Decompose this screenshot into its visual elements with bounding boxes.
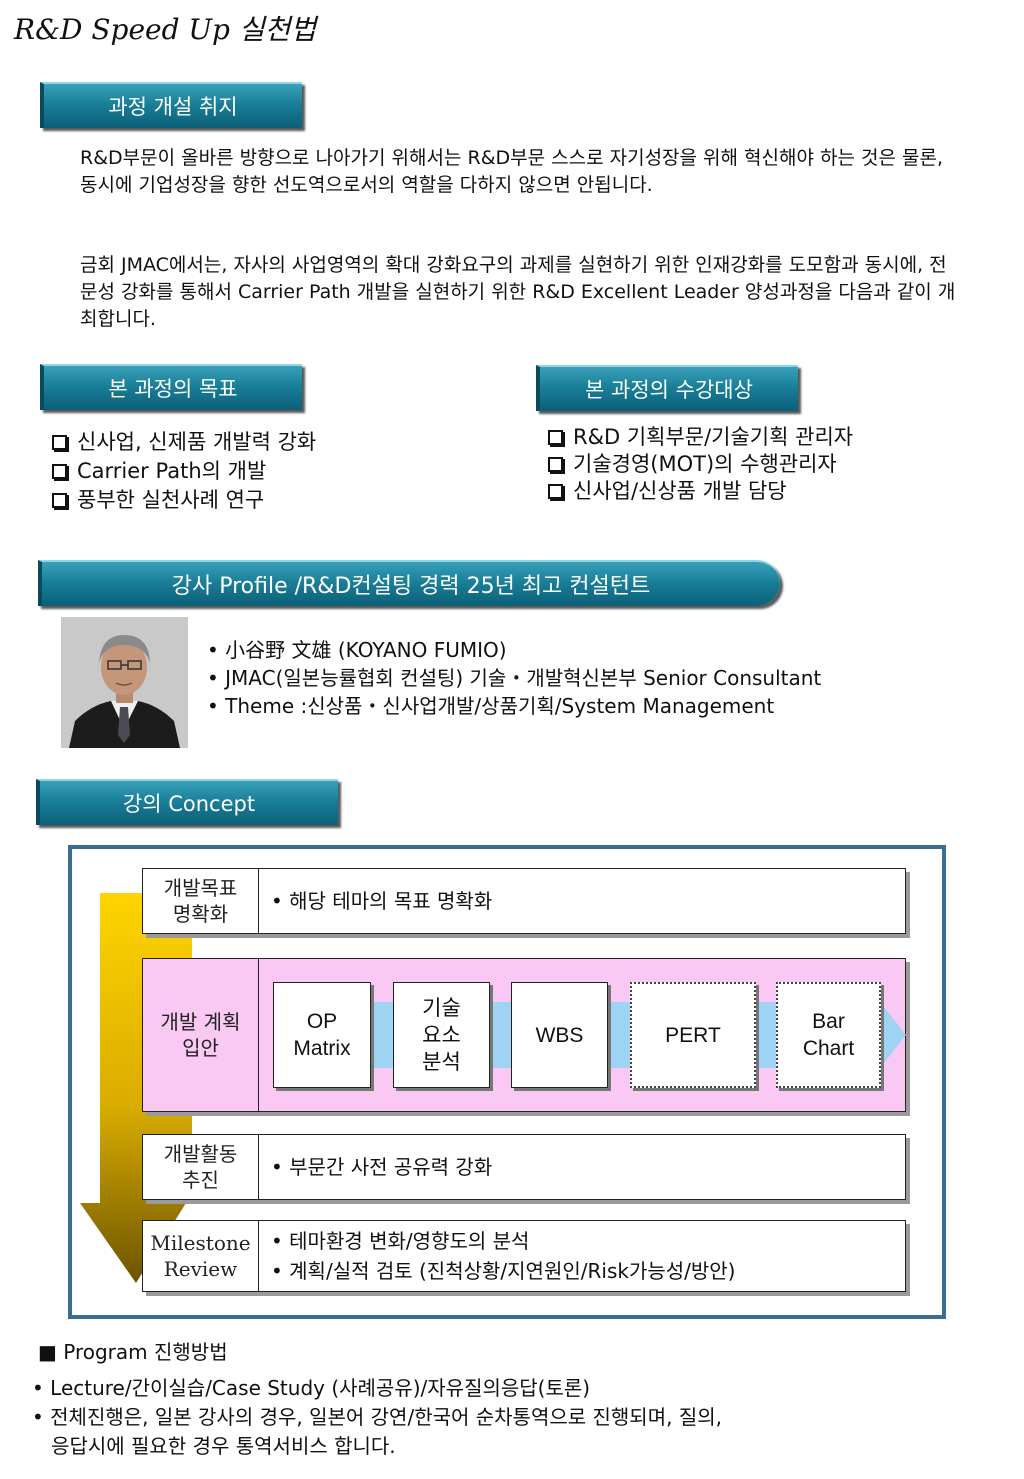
step-tech-element-analysis: 기술 요소 분석 bbox=[393, 982, 490, 1088]
list-item: R&D 기획부문/기술기획 관리자 bbox=[548, 424, 853, 451]
purpose-paragraph-1: R&D부문이 올바른 방향으로 나아가기 위해서는 R&D부문 스스로 자기성장… bbox=[80, 147, 944, 196]
concept-row-activity: 개발활동 추진 • 부문간 사전 공유력 강화 bbox=[142, 1134, 906, 1200]
instructor-portrait-image bbox=[61, 617, 188, 748]
checkbox-icon bbox=[548, 430, 563, 445]
program-title: ■ Program 진행방법 bbox=[38, 1340, 228, 1364]
list-item: • Lecture/간이실습/Case Study (사례공유)/자유질의응답(… bbox=[32, 1376, 591, 1400]
step-pert: PERT bbox=[630, 982, 756, 1088]
instructor-profile: • 小谷野 文雄 (KOYANO FUMIO) • JMAC(일본능률협회 컨설… bbox=[207, 636, 821, 720]
checkbox-icon bbox=[548, 484, 563, 499]
step-op-matrix: OP Matrix bbox=[273, 982, 371, 1088]
row-label-activity: 개발활동 추진 bbox=[143, 1135, 259, 1199]
list-item: 풍부한 실천사례 연구 bbox=[52, 486, 316, 515]
instructor-affiliation: • JMAC(일본능률협회 컨설팅) 기술・개발혁신본부 Senior Cons… bbox=[207, 666, 822, 690]
row-content-goal: • 해당 테마의 목표 명확화 bbox=[271, 889, 493, 913]
section-header-audience: 본 과정의 수강대상 bbox=[536, 365, 798, 411]
list-item: 기술경영(MOT)의 수행관리자 bbox=[548, 451, 853, 478]
row-content-milestone: • 테마환경 변화/영향도의 분석 • 계획/실적 검토 (진척상황/지연원인/… bbox=[271, 1229, 736, 1283]
step-wbs: WBS bbox=[511, 982, 608, 1088]
section-header-concept: 강의 Concept bbox=[36, 779, 338, 825]
section-header-purpose: 과정 개설 취지 bbox=[40, 82, 302, 128]
instructor-name: • 小谷野 文雄 (KOYANO FUMIO) bbox=[207, 638, 507, 662]
concept-row-milestone: Milestone Review • 테마환경 변화/영향도의 분석 • 계획/… bbox=[142, 1220, 906, 1292]
row-label-goal: 개발목표 명확화 bbox=[143, 869, 259, 933]
checkbox-icon bbox=[548, 457, 563, 472]
list-item: Carrier Path의 개발 bbox=[52, 457, 316, 486]
concept-row-goal: 개발목표 명확화 • 해당 테마의 목표 명확화 bbox=[142, 868, 906, 934]
checkbox-icon bbox=[52, 493, 67, 508]
goals-list: 신사업, 신제품 개발력 강화 Carrier Path의 개발 풍부한 실천사… bbox=[52, 428, 316, 515]
purpose-paragraph-2: 금회 JMAC에서는, 자사의 사업영역의 확대 강화요구의 과제를 실현하기 … bbox=[80, 254, 956, 330]
section-header-goals: 본 과정의 목표 bbox=[40, 364, 302, 410]
list-item: 신사업/신상품 개발 담당 bbox=[548, 478, 853, 505]
row-label-milestone: Milestone Review bbox=[143, 1221, 259, 1291]
row-label-plan: 개발 계획 입안 bbox=[143, 959, 259, 1111]
checkbox-icon bbox=[52, 464, 67, 479]
audience-list: R&D 기획부문/기술기획 관리자 기술경영(MOT)의 수행관리자 신사업/신… bbox=[548, 424, 853, 505]
program-bullets: • Lecture/간이실습/Case Study (사례공유)/자유질의응답(… bbox=[32, 1374, 722, 1461]
instructor-photo bbox=[61, 617, 188, 748]
checkbox-icon bbox=[52, 435, 67, 450]
step-bar-chart: Bar Chart bbox=[776, 982, 881, 1088]
page-title: R&D Speed Up 실천법 bbox=[14, 13, 317, 46]
instructor-theme: • Theme :신상품・신사업개발/상품기획/System Managemen… bbox=[207, 694, 775, 718]
section-header-instructor: 강사 Profile /R&D컨설팅 경력 25년 최고 컨설턴트 bbox=[38, 560, 780, 606]
plan-flow-arrow-icon bbox=[880, 1002, 906, 1068]
list-item: 신사업, 신제품 개발력 강화 bbox=[52, 428, 316, 457]
list-item: 응답시에 필요한 경우 통역서비스 합니다. bbox=[32, 1434, 396, 1458]
row-content-activity: • 부문간 사전 공유력 강화 bbox=[271, 1155, 493, 1179]
list-item: • 전체진행은, 일본 강사의 경우, 일본어 강연/한국어 순차통역으로 진행… bbox=[32, 1405, 722, 1429]
